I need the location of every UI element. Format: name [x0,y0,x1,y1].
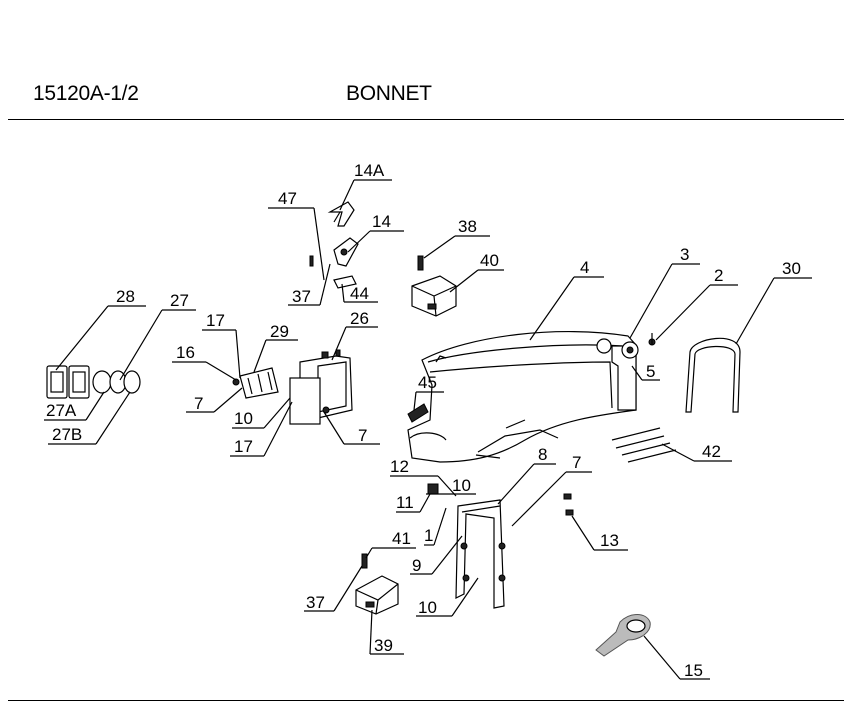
part-badge [407,403,429,423]
callout-1: 1 [424,526,433,545]
part-clip-44 [333,275,357,289]
part-side-panel [289,349,353,425]
part-latch-14 [333,237,359,267]
callout-11: 11 [396,493,414,512]
callout-10-bottom: 10 [418,598,437,617]
footer-divider [8,700,844,701]
diagram-title: BONNET [346,82,432,105]
part-handle-bar [685,337,741,413]
callout-15: 15 [684,661,703,680]
callout-14: 14 [372,212,391,231]
part-screws-13 [563,493,574,516]
part-key [595,614,651,657]
callout-labels: 14A 47 14 38 40 37 44 4 3 2 30 28 27 17 … [46,161,801,680]
part-bolt-16 [232,378,240,386]
callout-27: 27 [170,291,189,310]
callout-3: 3 [680,245,689,264]
callout-5: 5 [646,362,655,381]
callout-7-mid: 7 [358,426,367,445]
part-bracket-29 [239,367,279,399]
callout-17-bottom: 17 [234,437,253,456]
callout-2: 2 [714,266,723,285]
part-rear-bracket [596,338,639,411]
callout-10-frame: 10 [452,476,471,495]
callout-47: 47 [278,189,297,208]
diagram-code: 15120A-1/2 [33,82,139,105]
callout-7-right: 7 [572,453,581,472]
callout-7-left: 7 [194,394,203,413]
callout-27b: 27B [52,425,82,444]
callout-13: 13 [600,531,619,550]
header-divider [8,119,844,120]
part-rods [611,427,677,463]
callout-40: 40 [480,251,499,270]
callout-28: 28 [116,287,135,306]
callout-37-bottom: 37 [306,593,325,612]
part-bonnet [407,330,637,463]
part-pin-47 [309,255,314,267]
callout-37-top: 37 [292,287,311,306]
callout-16: 16 [176,343,195,362]
callout-8: 8 [538,445,547,464]
part-front-frame [455,499,506,609]
part-latch-14a [327,201,355,227]
callout-17-top: 17 [206,311,225,330]
callout-30: 30 [782,259,801,278]
part-lamp-pair [46,365,90,399]
part-screw-41 [361,553,368,569]
callout-39: 39 [374,636,393,655]
part-lamp-holders [92,370,141,394]
callout-9: 9 [412,556,421,575]
callout-41: 41 [392,529,411,548]
callout-4: 4 [580,258,589,277]
callout-12: 12 [390,457,409,476]
callout-38: 38 [458,217,477,236]
callout-29: 29 [270,322,289,341]
callout-10-left: 10 [234,409,253,428]
part-screw-38 [417,255,424,271]
leader-lines [44,179,812,680]
part-box-cover-39 [355,575,399,615]
callout-42: 42 [702,442,721,461]
part-box-cover-40 [411,275,457,317]
part-bolt-2 [648,333,656,346]
callout-44: 44 [350,284,369,303]
part-fastener-12 [427,483,439,495]
callout-26: 26 [350,309,369,328]
callout-27a: 27A [46,401,77,420]
callout-14a: 14A [354,161,385,180]
callout-45: 45 [418,373,437,392]
